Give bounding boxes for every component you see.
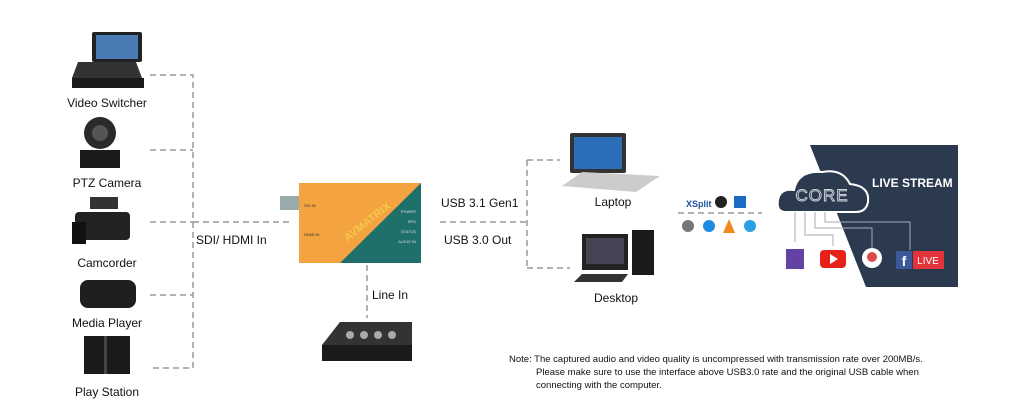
line-in-label: Line In: [372, 288, 408, 302]
source-label-ptz-camera: PTZ Camera: [73, 176, 142, 190]
software-icons: XSplit: [682, 196, 756, 233]
vmix-icon: [682, 220, 694, 232]
play-station-icon: [84, 336, 130, 374]
grid-app-icon: [734, 196, 746, 208]
laptop-icon: [562, 133, 660, 192]
input-label: SDI/ HDMI In: [196, 233, 267, 247]
source-label-camcorder: Camcorder: [77, 256, 136, 270]
facebook-live-label: LIVE: [917, 256, 939, 267]
skype-icon: [703, 220, 715, 232]
note: Note: The captured audio and video quali…: [509, 353, 979, 392]
usb-label-top: USB 3.1 Gen1: [441, 196, 519, 210]
indicator-label: AUDIO IN: [398, 239, 416, 244]
audio-mixer-icon: [322, 322, 412, 361]
note-line-1: Note: The captured audio and video quali…: [509, 354, 923, 365]
youtube-icon: [820, 250, 846, 268]
note-line-2: Please make sure to use the interface ab…: [536, 367, 919, 378]
source-label-play-station: Play Station: [75, 385, 139, 399]
note-line-3: connecting with the computer.: [536, 380, 662, 391]
connector-lines: [150, 74, 762, 369]
indicator-label: POWER: [401, 209, 416, 214]
indicator-label: STATUS: [401, 229, 417, 234]
cloud-icon: CORE: [776, 170, 870, 213]
desktop-icon: [574, 230, 654, 282]
camcorder-icon: [72, 197, 130, 244]
cloud-label: CORE: [795, 186, 848, 205]
obs-icon: [715, 196, 727, 208]
computer-label-desktop: Desktop: [594, 291, 638, 305]
live-stream-title: LIVE STREAM: [872, 176, 953, 190]
vlc-icon: [723, 219, 735, 233]
ptz-camera-icon: [80, 117, 120, 168]
twitch-icon: [786, 249, 804, 269]
periscope-icon: [862, 248, 882, 268]
xsplit-icon: XSplit: [686, 199, 712, 209]
indicator-label: SPD: [408, 219, 416, 224]
media-player-icon: [80, 280, 136, 308]
facebook-live-icon: f LIVE: [896, 251, 944, 269]
source-label-video-switcher: Video Switcher: [67, 96, 147, 110]
quicktime-icon: [744, 220, 756, 232]
computer-label-laptop: Laptop: [595, 195, 632, 209]
video-switcher-icon: [72, 32, 144, 88]
port-label: SDI IN: [304, 203, 316, 208]
capture-device: AVMATRIX SDI IN HDMI IN POWER SPD STATUS…: [280, 183, 421, 263]
stream-lines: [794, 212, 911, 250]
port-label: HDMI IN: [304, 232, 319, 237]
source-label-media-player: Media Player: [72, 316, 142, 330]
usb-label-bottom: USB 3.0 Out: [444, 233, 512, 247]
svg-text:f: f: [902, 253, 907, 269]
